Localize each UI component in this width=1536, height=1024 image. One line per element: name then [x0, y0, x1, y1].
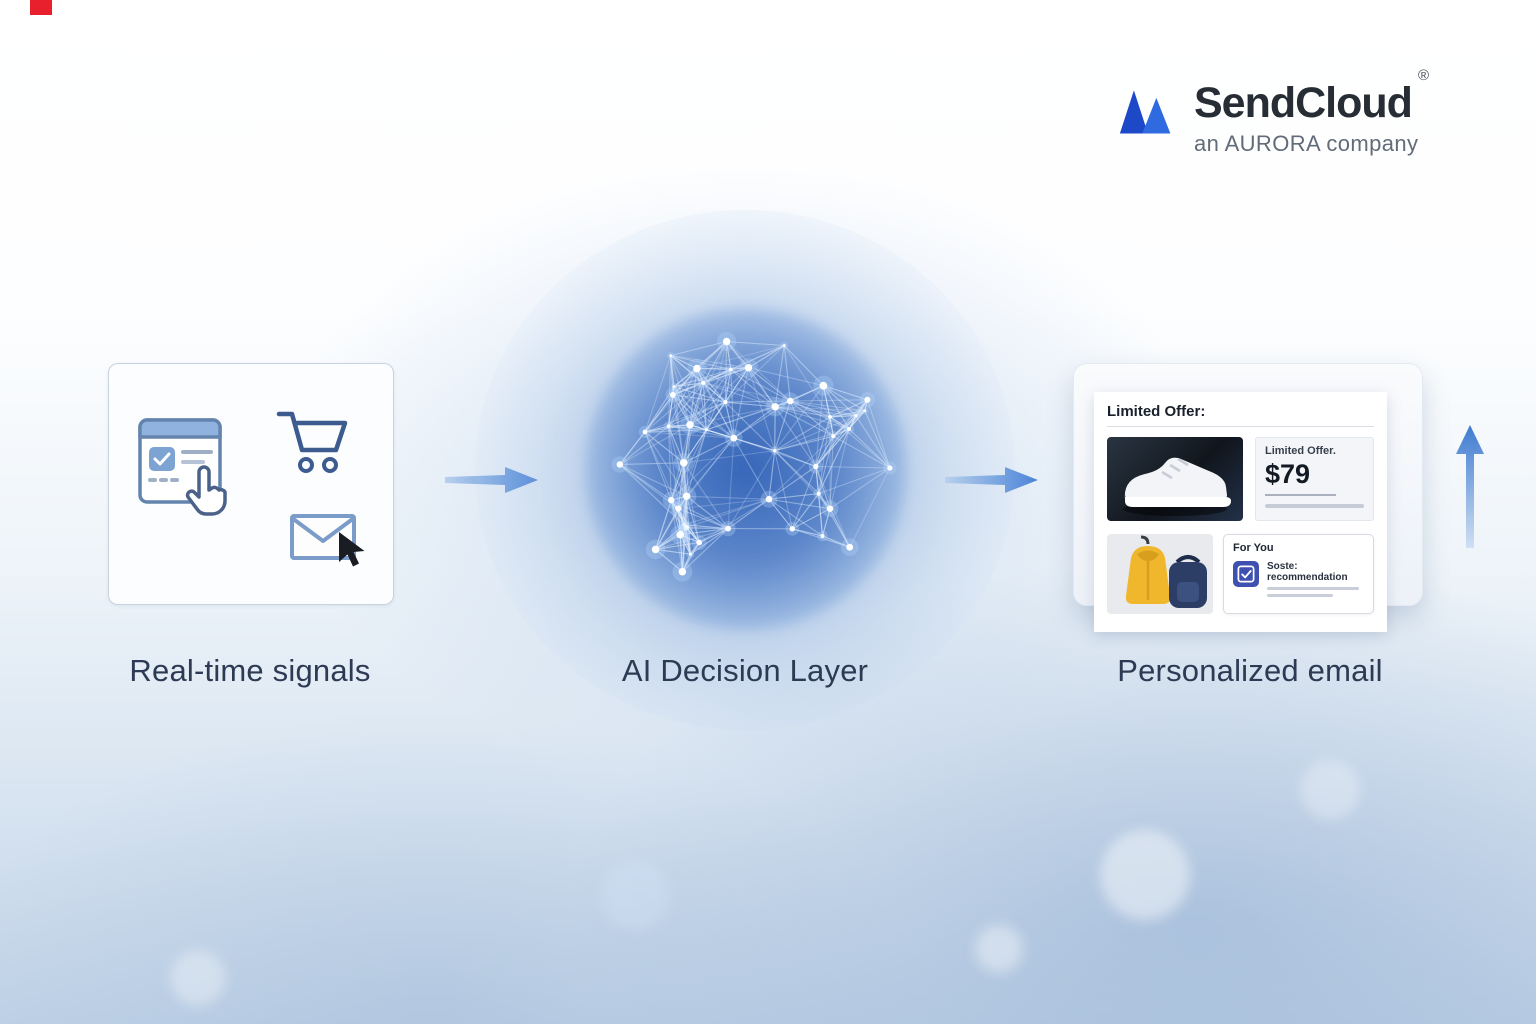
- shopping-cart-icon: [276, 411, 348, 473]
- background-bokeh: [170, 950, 226, 1006]
- brand-tagline: an AURORA company: [1194, 131, 1419, 157]
- brand-text: SendCloud® an AURORA company: [1194, 67, 1429, 157]
- registered-mark: ®: [1417, 67, 1429, 84]
- realtime-signals-card: [108, 363, 394, 605]
- brand-logo: SendCloud® an AURORA company: [1118, 67, 1429, 157]
- checkbox-check-icon: [1233, 561, 1259, 587]
- sendcloud-logo-icon: [1119, 90, 1171, 134]
- email-header: Limited Offer:: [1107, 403, 1206, 420]
- for-you-box: For You Soste: recommendation: [1223, 534, 1374, 614]
- recommendation-text: Soste: recommendation: [1267, 561, 1348, 583]
- for-you-label: For You: [1233, 542, 1274, 554]
- sneaker-product-image: [1107, 437, 1243, 521]
- step-label-personalized-email: Personalized email: [1117, 653, 1383, 688]
- sneaker-icon: [1123, 457, 1231, 516]
- background-bokeh: [1100, 830, 1190, 920]
- step-label-realtime-signals: Real-time signals: [129, 653, 371, 688]
- placeholder-line: [1265, 504, 1364, 508]
- step-label-ai-decision-layer: AI Decision Layer: [621, 653, 869, 688]
- browser-window-icon: [138, 418, 227, 516]
- personalized-email-card: Limited Offer: Limited Offer. $79: [1094, 392, 1387, 632]
- red-corner-square: [30, 0, 52, 15]
- offer-box: Limited Offer. $79: [1255, 437, 1374, 521]
- email-envelope-icon: [290, 514, 365, 567]
- arrow-up-icon: [1456, 425, 1484, 548]
- placeholder-line: [1267, 587, 1360, 590]
- apparel-product-image: [1107, 534, 1213, 614]
- arrow-right-icon: [945, 467, 1038, 493]
- background-bokeh: [1300, 760, 1360, 820]
- email-offer-row: Limited Offer. $79: [1107, 437, 1374, 521]
- placeholder-line: [1265, 494, 1337, 496]
- offer-title: Limited Offer.: [1265, 445, 1336, 457]
- placeholder-line: [1267, 594, 1333, 597]
- brand-name: SendCloud®: [1194, 67, 1429, 127]
- background-bokeh: [975, 925, 1023, 973]
- brand-name-text: SendCloud: [1194, 79, 1413, 127]
- email-recommendation-row: For You Soste: recommendation: [1107, 534, 1374, 614]
- cursor-arrow-icon: [339, 532, 365, 567]
- background-bokeh: [600, 860, 670, 930]
- hand-pointer-icon: [185, 465, 227, 516]
- recommendation-texts: Soste: recommendation: [1267, 561, 1364, 597]
- hoodie-backpack-icon: [1125, 535, 1207, 608]
- offer-price: $79: [1265, 459, 1311, 489]
- ai-sphere-core: [585, 308, 907, 630]
- recommendation-row: Soste: recommendation: [1233, 561, 1364, 597]
- divider: [1107, 426, 1374, 427]
- ai-network-sphere: [611, 331, 897, 582]
